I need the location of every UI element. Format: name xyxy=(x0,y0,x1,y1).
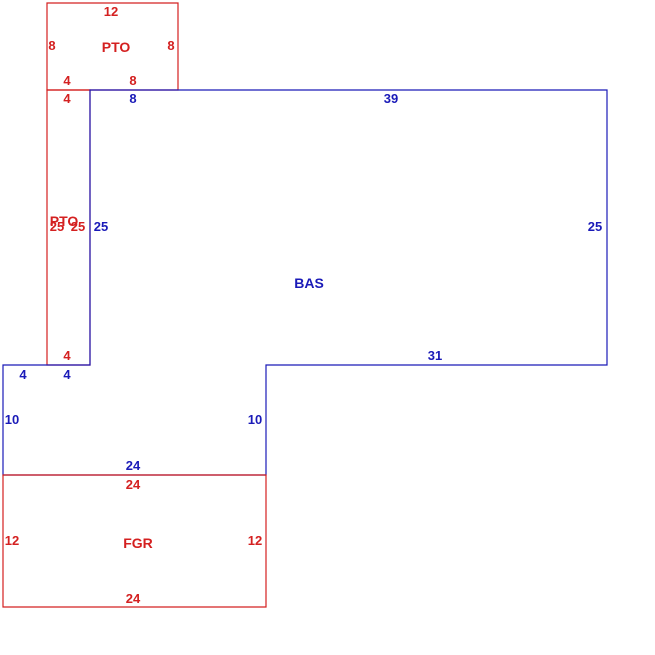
pto-top-dim-bottom-right: 8 xyxy=(129,73,136,88)
bas-dim-lower-left: 10 xyxy=(5,412,19,427)
fgr-dim-top: 24 xyxy=(126,477,141,492)
bas-label: BAS xyxy=(294,275,324,291)
pto-top-dim-right: 8 xyxy=(167,38,174,53)
bas-area: BAS 8 39 25 25 31 4 4 10 10 24 xyxy=(2,89,608,476)
fgr-outline xyxy=(2,474,267,608)
bas-dim-step: 31 xyxy=(428,348,442,363)
pto-side-dim-bottom: 4 xyxy=(63,348,71,363)
pto-side-area: PTO 4 25 25 4 xyxy=(46,89,91,366)
pto-side-label: PTO xyxy=(50,213,79,229)
pto-side-dim-top: 4 xyxy=(63,91,71,106)
bas-dim-lower-right: 10 xyxy=(248,412,262,427)
pto-top-dim-top: 12 xyxy=(104,4,118,19)
bas-dim-bottom: 24 xyxy=(126,458,141,473)
bas-dim-top-left: 8 xyxy=(129,91,136,106)
fgr-dim-bottom: 24 xyxy=(126,591,141,606)
pto-side-dim-right: 25 xyxy=(71,219,85,234)
fgr-area: FGR 24 12 12 24 xyxy=(2,474,267,608)
bas-dim-lower-left-top-b: 4 xyxy=(63,367,71,382)
bas-dim-right: 25 xyxy=(588,219,602,234)
fgr-dim-right: 12 xyxy=(248,533,262,548)
pto-top-label: PTO xyxy=(102,39,131,55)
bas-dim-top: 39 xyxy=(384,91,398,106)
pto-top-dim-left: 8 xyxy=(48,38,55,53)
pto-top-area: PTO 12 8 8 4 8 xyxy=(46,2,179,91)
fgr-dim-left: 12 xyxy=(5,533,19,548)
pto-top-dim-bottom-left: 4 xyxy=(63,73,71,88)
fgr-label: FGR xyxy=(123,535,153,551)
pto-side-dim-left: 25 xyxy=(50,219,64,234)
bas-dim-left: 25 xyxy=(94,219,108,234)
bas-dim-lower-left-top-a: 4 xyxy=(19,367,27,382)
